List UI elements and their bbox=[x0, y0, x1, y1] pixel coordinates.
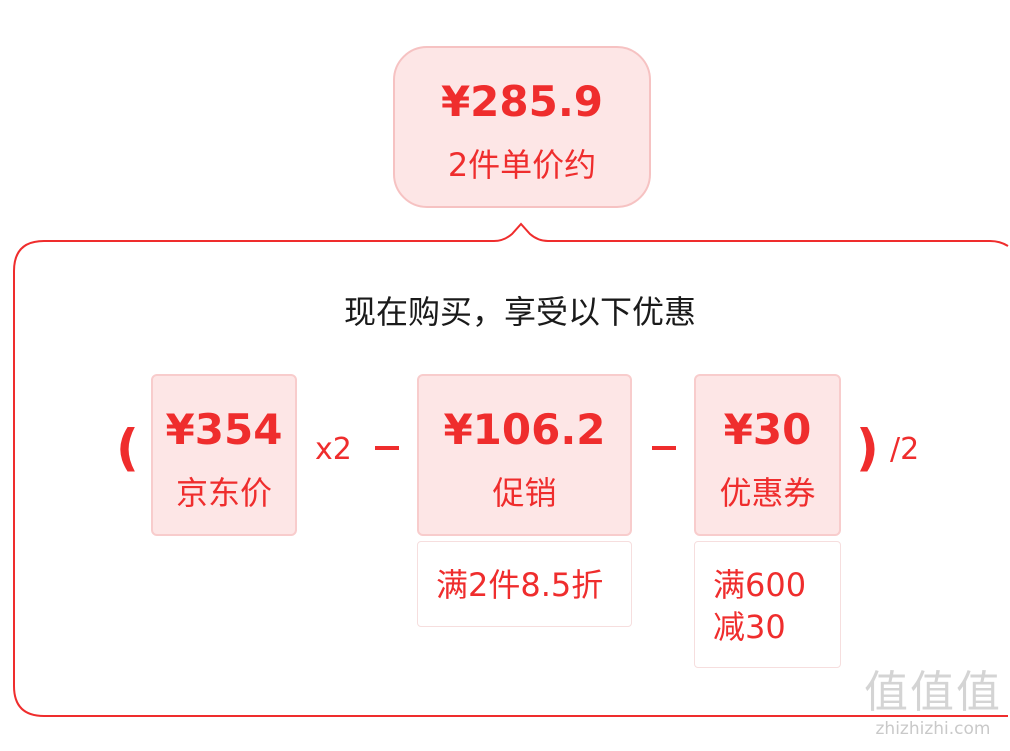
coupon-label: 优惠券 bbox=[719, 474, 816, 512]
divisor-text: /2 bbox=[890, 432, 920, 467]
watermark-url: zhizhizhi.com bbox=[875, 719, 991, 739]
promotion-card: ¥106.2 促销 bbox=[417, 374, 632, 536]
open-paren: ( bbox=[116, 419, 139, 477]
jd-price-card: ¥354 京东价 bbox=[151, 374, 297, 536]
site-watermark: 值值值 zhizhizhi.com bbox=[858, 668, 1008, 740]
coupon-value: ¥30 bbox=[723, 405, 812, 454]
unit-price-label: 2件单价约 bbox=[447, 146, 597, 184]
minus-sign bbox=[652, 446, 676, 450]
unit-price-bubble: ¥285.9 2件单价约 bbox=[393, 46, 651, 208]
promotion-label: 促销 bbox=[492, 474, 557, 512]
jd-price-label: 京东价 bbox=[175, 474, 272, 512]
multiplier-text: x2 bbox=[315, 432, 352, 467]
promotion-value: ¥106.2 bbox=[443, 405, 606, 454]
watermark-logo: 值值值 bbox=[864, 667, 1002, 718]
offer-headline: 现在购买，享受以下优惠 bbox=[343, 293, 696, 331]
unit-price-value: ¥285.9 bbox=[440, 77, 604, 126]
close-paren: ) bbox=[856, 419, 879, 477]
coupon-detail: 满600 减30 bbox=[694, 541, 841, 668]
promotion-detail: 满2件8.5折 bbox=[417, 541, 632, 627]
jd-price-value: ¥354 bbox=[165, 405, 283, 454]
minus-sign bbox=[375, 446, 399, 450]
coupon-card: ¥30 优惠券 bbox=[694, 374, 841, 536]
